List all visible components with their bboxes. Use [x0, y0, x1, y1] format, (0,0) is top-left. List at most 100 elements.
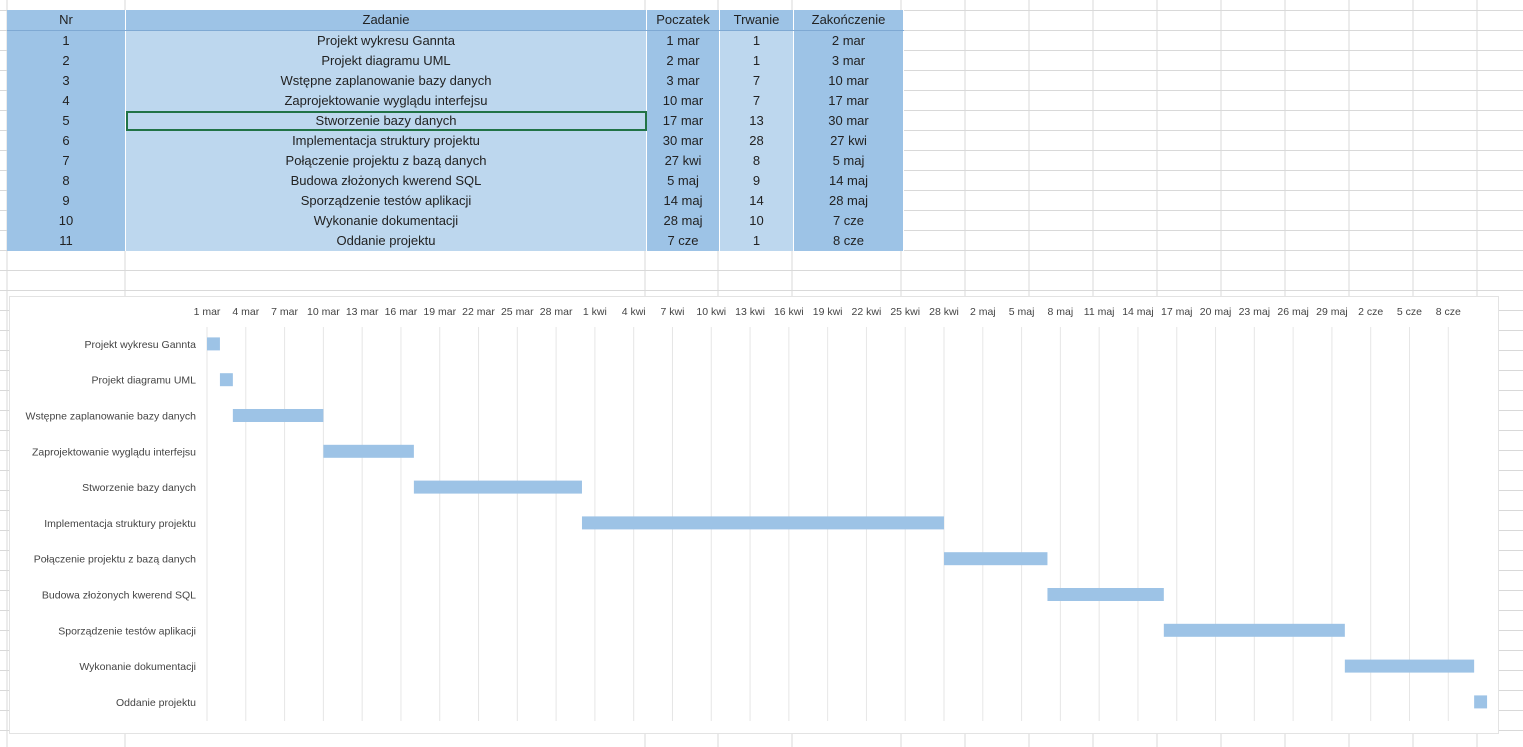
gantt-bar[interactable] [1163, 623, 1345, 637]
cell-duration[interactable]: 14 [719, 191, 794, 211]
cell-duration[interactable]: 9 [719, 171, 794, 191]
cell-task[interactable]: Wstępne zaplanowanie bazy danych [125, 71, 647, 91]
cell-end[interactable]: 5 maj [793, 151, 904, 171]
x-tick-label: 8 cze [1436, 306, 1461, 318]
x-tick-label: 16 kwi [774, 306, 804, 318]
x-tick-label: 26 maj [1277, 306, 1309, 318]
x-tick-label: 1 mar [194, 306, 221, 318]
cell-nr[interactable]: 9 [7, 191, 126, 211]
cell-start[interactable]: 2 mar [646, 51, 720, 71]
cell-end[interactable]: 30 mar [793, 111, 904, 131]
x-tick-label: 23 maj [1239, 306, 1271, 318]
cell-nr[interactable]: 3 [7, 71, 126, 91]
header-task[interactable]: Zadanie [125, 10, 647, 31]
cell-task[interactable]: Wykonanie dokumentacji [125, 211, 647, 231]
x-tick-label: 5 cze [1397, 306, 1422, 318]
cell-start[interactable]: 28 maj [646, 211, 720, 231]
cell-task[interactable]: Oddanie projektu [125, 231, 647, 251]
x-tick-label: 14 maj [1122, 306, 1154, 318]
cell-task[interactable]: Stworzenie bazy danych [125, 111, 647, 131]
cell-end[interactable]: 27 kwi [793, 131, 904, 151]
x-tick-label: 19 mar [423, 306, 456, 318]
cell-start[interactable]: 10 mar [646, 91, 720, 111]
y-category-label: Projekt diagramu UML [92, 375, 197, 387]
header-nr[interactable]: Nr [7, 10, 126, 31]
x-tick-label: 1 kwi [583, 306, 607, 318]
gantt-bar[interactable] [1047, 588, 1164, 601]
y-category-label: Implementacja struktury projektu [44, 518, 196, 530]
cell-start[interactable]: 27 kwi [646, 151, 720, 171]
cell-nr[interactable]: 1 [7, 30, 126, 51]
header-start[interactable]: Poczatek [646, 10, 720, 31]
cell-end[interactable]: 10 mar [793, 71, 904, 91]
cell-end[interactable]: 14 maj [793, 171, 904, 191]
cell-task[interactable]: Budowa złożonych kwerend SQL [125, 171, 647, 191]
gantt-bar[interactable] [413, 480, 582, 494]
cell-task[interactable]: Implementacja struktury projektu [125, 131, 647, 151]
x-tick-label: 4 kwi [622, 306, 646, 318]
cell-nr[interactable]: 5 [7, 111, 126, 131]
gantt-bar[interactable] [219, 373, 233, 387]
cell-nr[interactable]: 6 [7, 131, 126, 151]
x-tick-label: 17 maj [1161, 306, 1193, 318]
y-category-label: Projekt wykresu Gannta [85, 339, 197, 351]
cell-duration[interactable]: 7 [719, 71, 794, 91]
cell-duration[interactable]: 7 [719, 91, 794, 111]
cell-task[interactable]: Projekt wykresu Gannta [125, 30, 647, 51]
gantt-bar[interactable] [944, 552, 1048, 566]
cell-nr[interactable]: 7 [7, 151, 126, 171]
cell-task[interactable]: Zaprojektowanie wyglądu interfejsu [125, 91, 647, 111]
gantt-bar[interactable] [323, 444, 414, 458]
cell-end[interactable]: 28 maj [793, 191, 904, 211]
x-tick-label: 29 maj [1316, 306, 1348, 318]
cell-nr[interactable]: 8 [7, 171, 126, 191]
x-tick-label: 7 kwi [661, 306, 685, 318]
cell-duration[interactable]: 1 [719, 231, 794, 251]
y-category-label: Oddanie projektu [116, 697, 196, 709]
cell-task[interactable]: Połączenie projektu z bazą danych [125, 151, 647, 171]
y-category-label: Sporządzenie testów aplikacji [58, 625, 196, 637]
header-duration[interactable]: Trwanie [719, 10, 794, 31]
cell-end[interactable]: 8 cze [793, 231, 904, 251]
cell-nr[interactable]: 10 [7, 211, 126, 231]
cell-nr[interactable]: 4 [7, 91, 126, 111]
header-end[interactable]: Zakończenie [793, 10, 904, 31]
cell-end[interactable]: 7 cze [793, 211, 904, 231]
x-tick-label: 28 mar [540, 306, 573, 318]
cell-duration[interactable]: 1 [719, 51, 794, 71]
cell-duration[interactable]: 28 [719, 131, 794, 151]
x-tick-label: 22 kwi [852, 306, 882, 318]
table-header-row: Nr Zadanie Poczatek Trwanie Zakończenie [7, 10, 904, 31]
x-tick-label: 10 kwi [696, 306, 726, 318]
cell-end[interactable]: 2 mar [793, 30, 904, 51]
gantt-bar[interactable] [581, 516, 945, 530]
cell-task[interactable]: Projekt diagramu UML [125, 51, 647, 71]
cell-duration[interactable]: 10 [719, 211, 794, 231]
cell-start[interactable]: 14 maj [646, 191, 720, 211]
gantt-bar[interactable] [232, 409, 324, 422]
cell-nr[interactable]: 2 [7, 51, 126, 71]
cell-start[interactable]: 1 mar [646, 30, 720, 51]
x-tick-label: 28 kwi [929, 306, 959, 318]
cell-start[interactable]: 7 cze [646, 231, 720, 251]
cell-end[interactable]: 3 mar [793, 51, 904, 71]
cell-duration[interactable]: 1 [719, 30, 794, 51]
gantt-bar[interactable] [1344, 659, 1475, 673]
cell-duration[interactable]: 8 [719, 151, 794, 171]
cell-start[interactable]: 3 mar [646, 71, 720, 91]
gantt-bar[interactable] [1474, 695, 1488, 709]
y-category-label: Zaprojektowanie wyglądu interfejsu [32, 446, 196, 458]
cell-duration[interactable]: 13 [719, 111, 794, 131]
cell-start[interactable]: 30 mar [646, 131, 720, 151]
cell-task[interactable]: Sporządzenie testów aplikacji [125, 191, 647, 211]
cell-start[interactable]: 5 maj [646, 171, 720, 191]
cell-nr[interactable]: 11 [7, 231, 126, 251]
cell-start[interactable]: 17 mar [646, 111, 720, 131]
gantt-bar[interactable] [207, 337, 220, 351]
cell-end[interactable]: 17 mar [793, 91, 904, 111]
